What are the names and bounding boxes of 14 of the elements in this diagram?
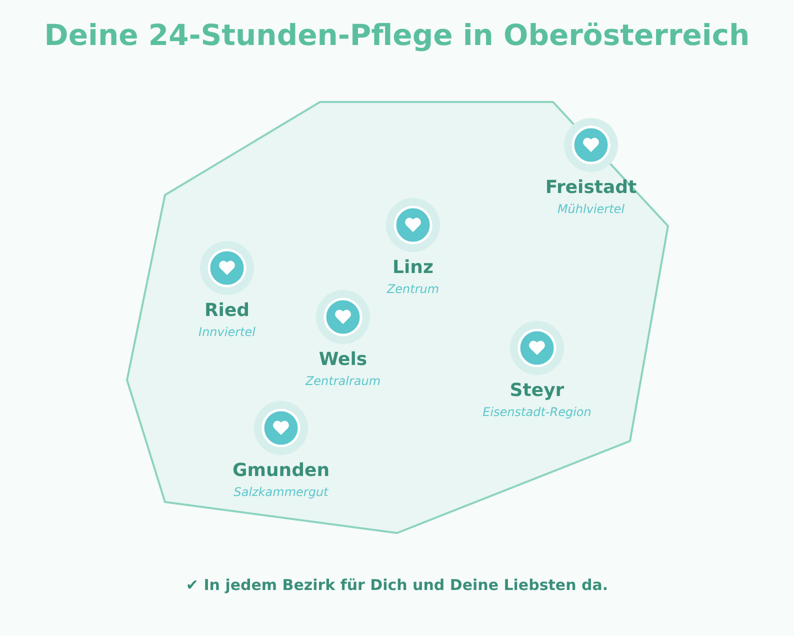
city-name: Gmunden	[232, 460, 330, 481]
region-name: Zentrum	[386, 282, 440, 296]
region-name: Mühlviertel	[557, 202, 625, 216]
region-name: Eisenstadt-Region	[482, 405, 592, 419]
footer-note: ✔ In jedem Bezirk für Dich und Deine Liebsten da.	[186, 576, 608, 594]
region-name: Salzkammergut	[234, 485, 328, 499]
region-name: Innviertel	[198, 325, 256, 339]
city-name: Wels	[318, 349, 368, 370]
page-title: Deine 24-Stunden-Pflege in Oberösterreich	[44, 18, 750, 52]
city-name: Steyr	[510, 380, 564, 401]
city-name: Freistadt	[545, 177, 637, 198]
city-name: Linz	[392, 257, 434, 278]
region-name: Zentralraum	[305, 374, 381, 388]
city-name: Ried	[204, 300, 250, 321]
